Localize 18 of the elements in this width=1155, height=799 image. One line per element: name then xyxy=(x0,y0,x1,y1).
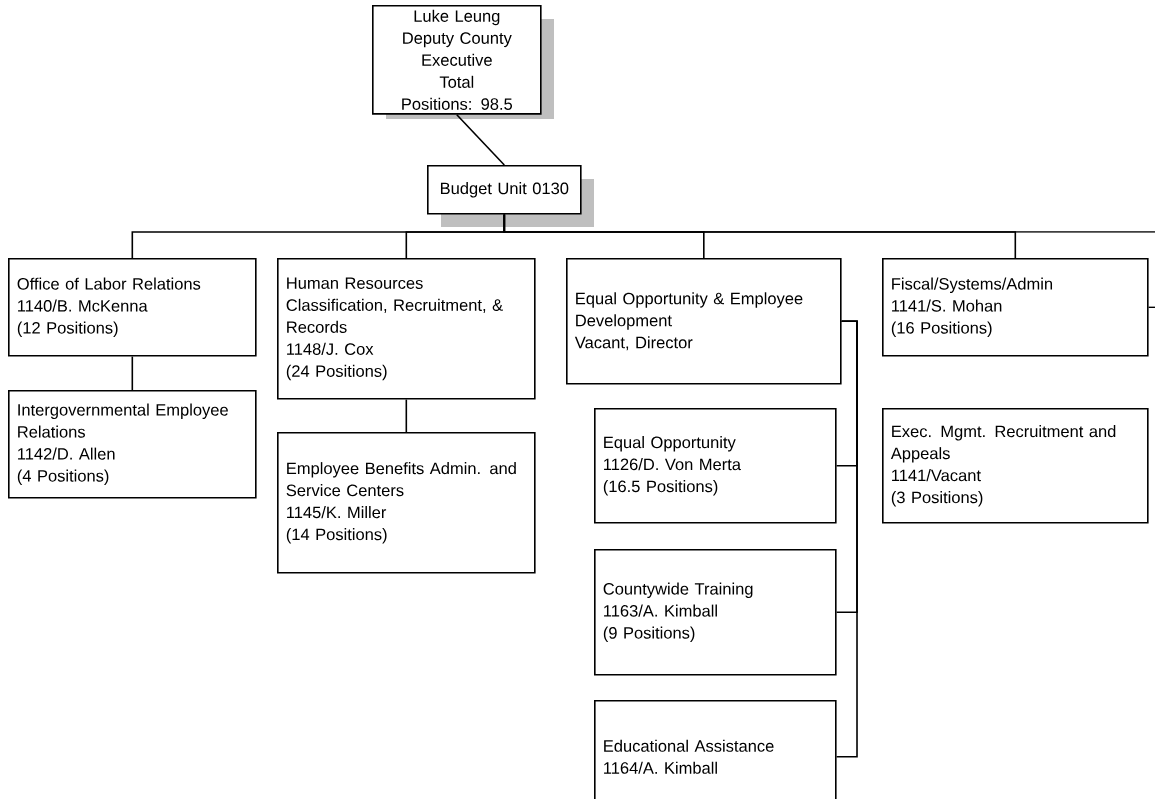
unit-box: Exec. Mgmt. Recruitment and Appeals 1141/Vacant (3 Positions) xyxy=(882,408,1149,524)
connector-line xyxy=(1147,306,1155,309)
title-box: Budget Unit 0130 xyxy=(427,165,594,227)
unit-box: Countywide Training 1163/A. Kimball (9 Positions) xyxy=(594,549,837,676)
connector-line xyxy=(405,398,408,433)
connector-line xyxy=(503,213,1155,233)
connector-line xyxy=(835,320,858,758)
unit-box: Office of Labor Relations 1140/B. McKenna (12 Positions) xyxy=(8,258,257,357)
unit-box: Educational Assistance 1164/A. Kimball xyxy=(594,700,837,799)
title-box: Luke Leung Deputy County Executive Total Positions: 98.5 xyxy=(372,5,554,119)
connector-line xyxy=(131,355,134,391)
unit-box: Human Resources Classification, Recruitment, & Records 1148/J. Cox (24 Positions) xyxy=(277,258,536,400)
unit-box: Intergovernmental Employee Relations 1142/D. Allen (4 Positions) xyxy=(8,390,257,499)
connector-line xyxy=(456,113,506,166)
unit-box: Employee Benefits Admin. and Service Centers 1145/K. Miller (14 Positions) xyxy=(277,432,536,574)
unit-box: Equal Opportunity 1126/D. Von Merta (16.5 Positions) xyxy=(594,408,837,524)
unit-box: Equal Opportunity & Employee Development Vacant, Director xyxy=(566,258,842,385)
unit-box: Fiscal/Systems/Admin 1141/S. Mohan (16 Positions) xyxy=(882,258,1149,357)
